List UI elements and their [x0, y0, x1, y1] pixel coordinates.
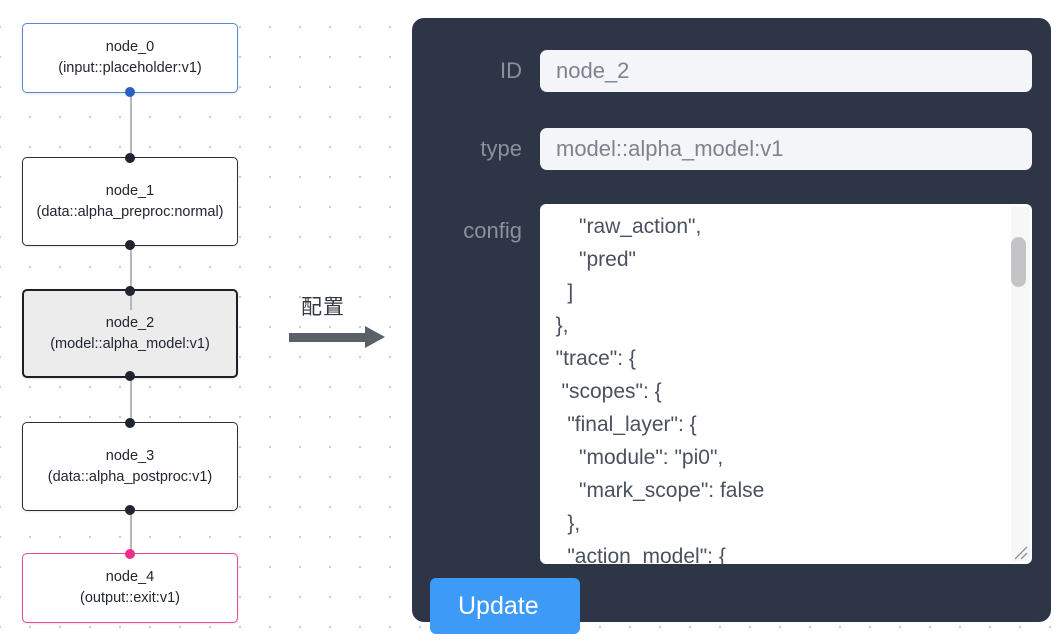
node-title: node_2 [105, 314, 155, 331]
field-row-type: type [430, 128, 1032, 170]
node-subtitle: (model::alpha_model:v1) [50, 335, 210, 352]
type-label: type [480, 136, 522, 161]
field-row-config: config [430, 204, 1032, 564]
node-port-output[interactable] [125, 371, 135, 381]
scrollbar-thumb[interactable] [1011, 237, 1026, 287]
edge-node2-node3 [130, 375, 132, 423]
edge-node3-node4 [130, 511, 132, 554]
arrow-shaft [289, 333, 367, 342]
config-label: config [463, 218, 522, 243]
node-port-input[interactable] [125, 418, 135, 428]
right-arrow-icon [289, 326, 394, 348]
node-title: node_1 [105, 182, 155, 199]
node-port-input[interactable] [125, 286, 135, 296]
node-subtitle: (output::exit:v1) [80, 590, 180, 606]
transition-arrow-group: 配置 [289, 295, 394, 348]
arrow-head [365, 326, 385, 348]
graph-node-node_3[interactable]: node_3 (data::alpha_postproc:v1) [22, 418, 238, 515]
node-port-output[interactable] [125, 87, 135, 97]
edge-node0-node1 [130, 92, 132, 160]
id-input[interactable] [540, 50, 1032, 92]
graph-canvas[interactable]: node_0 (input::placeholder:v1) node_1 (d… [0, 0, 396, 643]
arrow-label: 配置 [301, 296, 345, 319]
graph-node-node_4[interactable]: node_4 (output::exit:v1) [22, 549, 238, 623]
graph-node-node_0[interactable]: node_0 (input::placeholder:v1) [22, 23, 238, 97]
node-title: node_4 [105, 569, 155, 585]
config-textarea[interactable] [540, 204, 1032, 564]
node-title: node_3 [105, 447, 155, 464]
edge-node1-node2 [130, 245, 132, 310]
type-input[interactable] [540, 128, 1032, 170]
node-port-input[interactable] [125, 549, 135, 559]
update-button[interactable]: Update [430, 578, 580, 634]
vertical-scrollbar[interactable] [1011, 207, 1030, 561]
node-port-output[interactable] [125, 240, 135, 250]
config-editor [540, 204, 1032, 564]
node-port-output[interactable] [125, 505, 135, 515]
id-label: ID [500, 58, 522, 83]
node-title: node_0 [105, 39, 155, 55]
resize-handle-icon[interactable] [1010, 542, 1030, 562]
node-subtitle: (input::placeholder:v1) [58, 60, 202, 76]
node-properties-panel: ID type config Update [412, 18, 1051, 634]
node-subtitle: (data::alpha_preproc:normal) [36, 203, 224, 220]
node-port-input[interactable] [125, 153, 135, 163]
field-row-id: ID [430, 50, 1032, 92]
node-subtitle: (data::alpha_postproc:v1) [47, 468, 213, 485]
graph-node-node_1[interactable]: node_1 (data::alpha_preproc:normal) [22, 153, 238, 250]
